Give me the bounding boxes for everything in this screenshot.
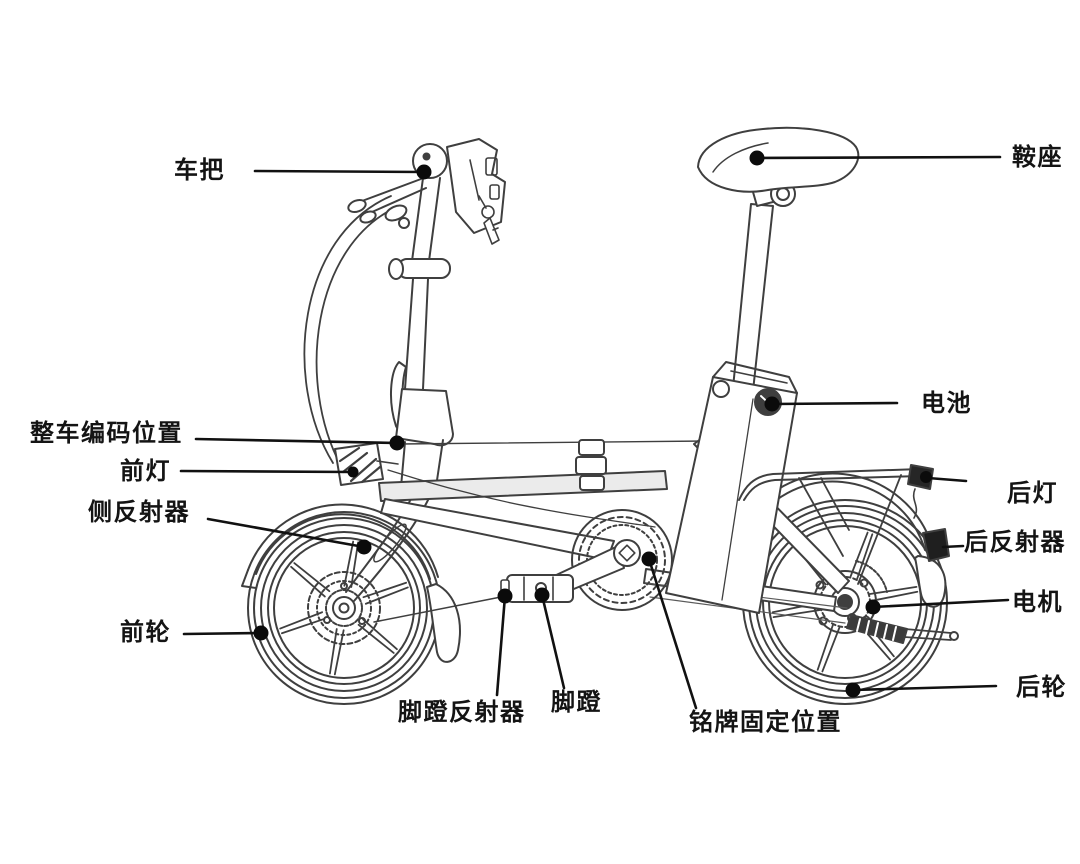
rear-rack bbox=[738, 464, 934, 585]
brake-levers bbox=[347, 178, 427, 229]
front-disc-brake bbox=[307, 571, 381, 645]
callout-battery bbox=[764, 396, 899, 412]
callout-pedal bbox=[534, 587, 566, 690]
label-saddle: 鞍座 bbox=[1012, 144, 1063, 171]
frame bbox=[378, 439, 708, 561]
label-rear-light: 后灯 bbox=[1007, 480, 1058, 507]
kickstand bbox=[846, 613, 959, 644]
saddle-graphic bbox=[697, 126, 860, 193]
key-graphic bbox=[478, 195, 500, 245]
label-front-light: 前灯 bbox=[120, 458, 171, 485]
callout-motor bbox=[865, 598, 1010, 615]
label-front-wheel: 前轮 bbox=[120, 619, 171, 646]
callout-pedal-reflector bbox=[495, 588, 513, 697]
front-light-graphic bbox=[334, 442, 399, 486]
saddle-and-seatpost bbox=[697, 126, 860, 402]
front-wheel-graphic bbox=[247, 511, 441, 705]
label-nameplate: 铭牌固定位置 bbox=[689, 709, 842, 736]
label-battery: 电池 bbox=[921, 390, 972, 417]
label-rear-wheel: 后轮 bbox=[1016, 674, 1067, 701]
callout-front-wheel bbox=[182, 625, 269, 641]
handlebar-assembly bbox=[347, 138, 506, 245]
callout-rear-reflector bbox=[941, 544, 965, 549]
callout-rear-light bbox=[920, 471, 968, 483]
callout-rear-wheel bbox=[845, 682, 998, 698]
label-rear-reflector: 后反射器 bbox=[964, 529, 1066, 556]
callout-nameplate bbox=[641, 551, 698, 710]
label-side-reflector: 侧反射器 bbox=[88, 499, 190, 526]
callout-handlebar bbox=[253, 164, 432, 180]
front-spokes bbox=[278, 540, 410, 676]
label-pedal: 脚蹬 bbox=[551, 689, 602, 716]
label-motor: 电机 bbox=[1012, 589, 1063, 616]
callout-vehicle-code bbox=[194, 435, 405, 451]
callout-front-light bbox=[179, 466, 359, 478]
rear-reflector-graphic bbox=[922, 528, 950, 562]
front-fork-and-stem bbox=[303, 177, 454, 602]
callout-side-reflector bbox=[206, 517, 372, 555]
label-pedal-reflector: 脚蹬反射器 bbox=[398, 699, 526, 726]
label-vehicle-code: 整车编码位置 bbox=[30, 420, 183, 447]
callout-annotations bbox=[179, 150, 1010, 710]
label-handlebar: 车把 bbox=[174, 157, 225, 184]
callout-saddle bbox=[749, 150, 1002, 166]
folding-hinge bbox=[578, 439, 605, 456]
front-fender bbox=[241, 503, 461, 663]
